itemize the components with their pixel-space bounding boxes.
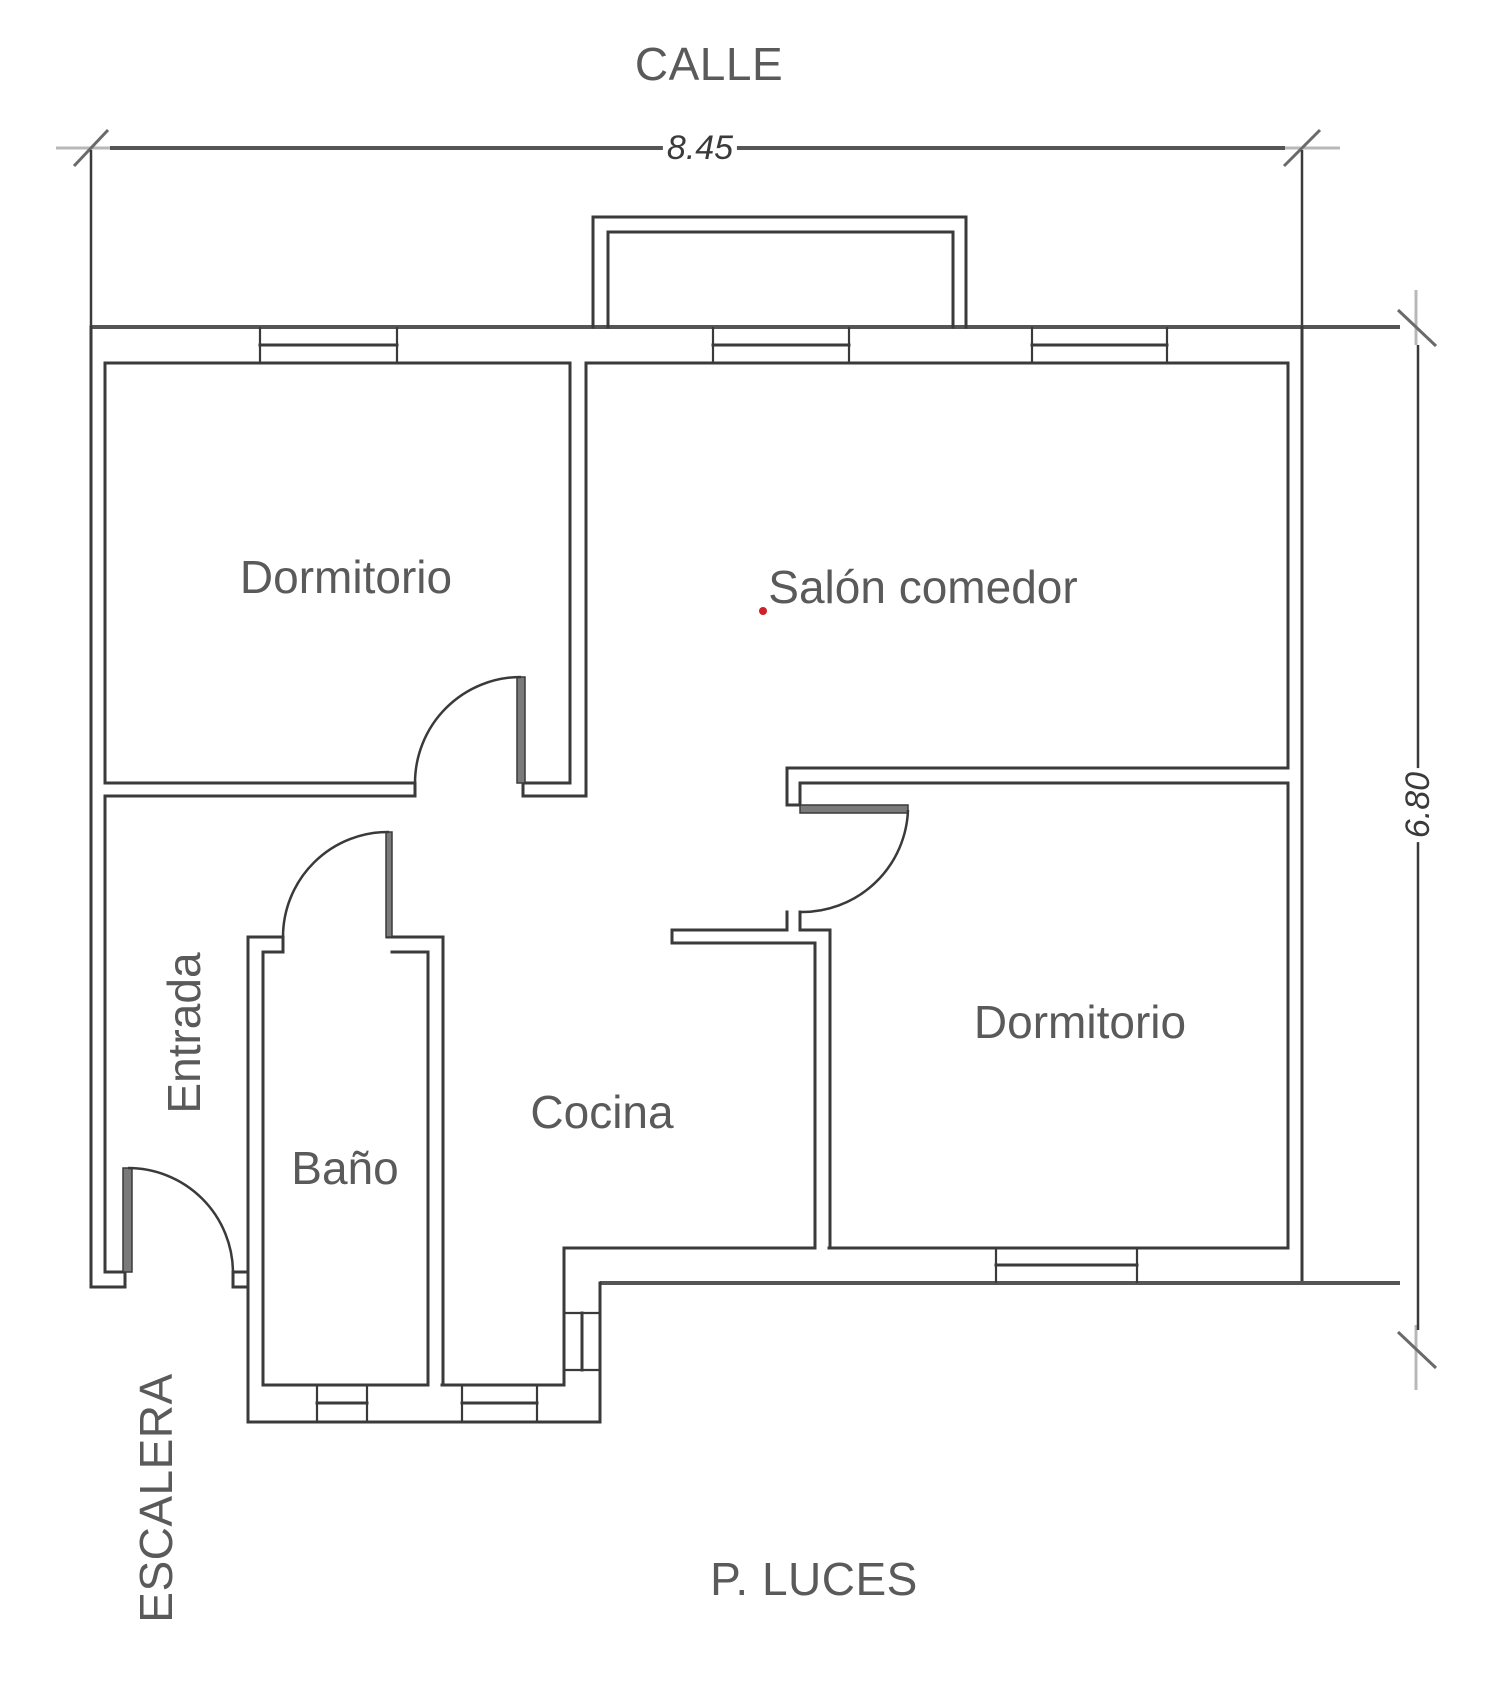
balcony [591, 215, 968, 329]
window-cocina-bottom [460, 1385, 539, 1422]
label-patio-luces: P. LUCES [710, 1553, 918, 1605]
windows [258, 327, 1169, 1422]
dimension-height-value: 6.80 [1399, 767, 1437, 843]
room-label-salon-comedor: Salón comedor [768, 561, 1078, 613]
outer-walls [89, 325, 1400, 1424]
red-marker-dot [759, 607, 767, 615]
window-salon-2 [1030, 327, 1169, 363]
window-dormitorio-2 [994, 1248, 1139, 1283]
door-salon-dormitorio-2 [799, 804, 910, 914]
window-bano [315, 1385, 369, 1422]
window-cocina-side [564, 1311, 600, 1372]
label-escalera: ESCALERA [130, 1373, 182, 1623]
room-label-entrada: Entrada [158, 952, 210, 1114]
room-label-dormitorio-2: Dormitorio [973, 996, 1187, 1048]
room-label-dormitorio-1: Dormitorio [239, 551, 453, 603]
label-calle: CALLE [634, 38, 784, 90]
dimension-width-value: 8.45 [662, 131, 738, 165]
window-dormitorio-1 [258, 327, 399, 363]
room-label-bano: Baño [291, 1142, 399, 1194]
room-label-cocina: Cocina [530, 1086, 674, 1138]
door-dormitorio-1 [413, 675, 526, 784]
door-bano [281, 830, 393, 938]
interior-walls [103, 361, 1290, 1424]
window-salon-1 [711, 327, 851, 363]
door-entrada [122, 1166, 235, 1273]
